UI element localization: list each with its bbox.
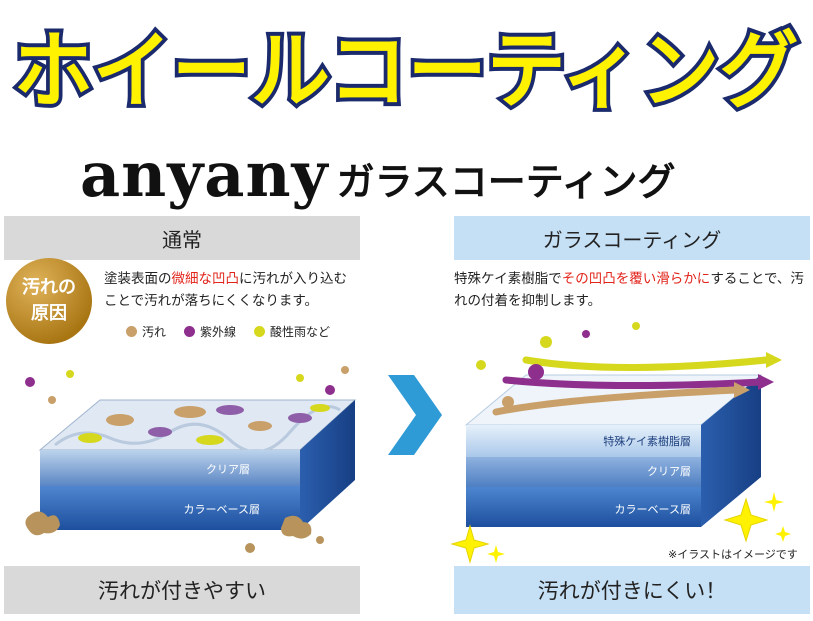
right-panel-header: ガラスコーティング xyxy=(454,216,810,260)
legend-label: 汚れ xyxy=(142,325,167,339)
cause-badge: 汚れの 原因 xyxy=(6,258,92,344)
dirt-dot-icon xyxy=(126,326,137,337)
right-panel-footer: 汚れが付きにくい！ xyxy=(454,566,810,614)
cause-badge-line2: 原因 xyxy=(31,303,67,324)
left-illustration: クリア層 カラーベース層 xyxy=(25,366,357,553)
brand: anyany ガラスコーティング xyxy=(80,140,676,206)
cause-badge-line1: 汚れの xyxy=(22,277,76,298)
illustration-note: ※イラストはイメージです xyxy=(668,548,798,561)
left-base-layer-label: カラーベース層 xyxy=(184,503,260,516)
main-title: ホイールコーティング xyxy=(10,18,803,124)
legend-label: 酸性雨など xyxy=(270,325,331,339)
arrow-right-icon xyxy=(388,375,442,455)
legend-label: 紫外線 xyxy=(200,325,237,339)
main-title-text: ホイールコーティング xyxy=(14,22,799,120)
right-base-layer-label: カラーベース層 xyxy=(615,503,691,516)
left-description-part2: に汚れが入り込むことで汚れが落ちにくくなります。 xyxy=(104,271,347,309)
right-description-highlight: その凹凸を覆い滑らかに xyxy=(561,271,711,287)
left-panel-footer: 汚れが付きやすい xyxy=(4,566,360,614)
right-illustration: 特殊ケイ素樹脂層 クリア層 カラーベース層 xyxy=(450,322,791,564)
legend-item-uv: 紫外線 xyxy=(184,323,236,340)
left-description: 塗装表面の微細な凹凸に汚れが入り込むことで汚れが落ちにくくなります。 xyxy=(104,268,356,312)
left-description-part1: 塗装表面の xyxy=(104,271,172,287)
legend: 汚れ 紫外線 酸性雨など xyxy=(126,323,330,340)
left-description-highlight: 微細な凹凸 xyxy=(171,271,240,287)
acid-rain-dot-icon xyxy=(254,326,266,337)
left-panel-header: 通常 xyxy=(4,216,360,260)
right-description: 特殊ケイ素樹脂でその凹凸を覆い滑らかにすることで、汚れの付着を抑制します。 xyxy=(454,268,806,312)
left-clear-layer-label: クリア層 xyxy=(206,463,250,476)
legend-item-dirt: 汚れ xyxy=(126,323,166,340)
right-description-part2: することで、汚れの付着を抑制します。 xyxy=(454,271,804,309)
legend-item-acid-rain: 酸性雨など xyxy=(254,323,330,340)
right-clear-layer-label: クリア層 xyxy=(647,465,691,478)
brand-subtitle: ガラスコーティング xyxy=(336,160,676,205)
uv-dot-icon xyxy=(184,326,196,337)
brand-logo: anyany xyxy=(80,138,329,211)
right-description-part1: 特殊ケイ素樹脂で xyxy=(454,271,562,287)
coating-layer-label: 特殊ケイ素樹脂層 xyxy=(603,434,691,448)
